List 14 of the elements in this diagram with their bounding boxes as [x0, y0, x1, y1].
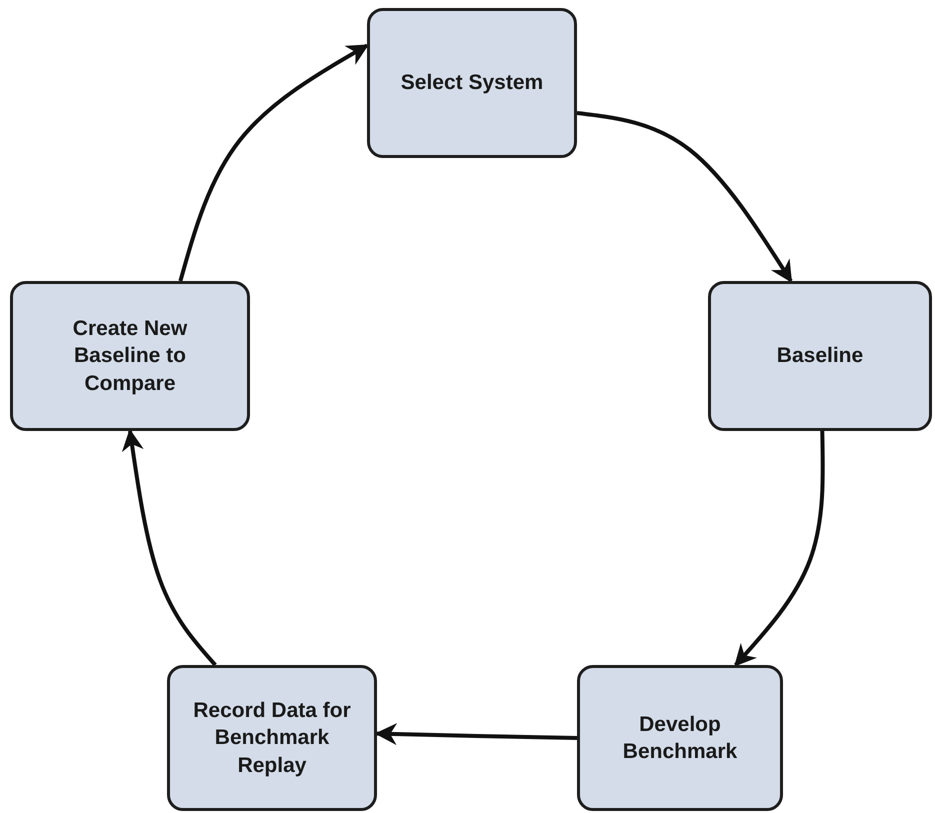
process-box: [10, 281, 250, 431]
process-box: [367, 8, 577, 158]
process-box: [167, 665, 377, 811]
arrow: [576, 111, 793, 283]
step-label: Create New Baseline to Compare: [72, 316, 188, 397]
arrow: [734, 430, 825, 667]
step-label: Record Data for Benchmark Replay: [192, 698, 352, 779]
process-box: [577, 665, 783, 811]
step-label: Baseline: [776, 343, 864, 370]
step-label: Select System: [400, 70, 544, 96]
arrow: [374, 723, 578, 746]
step-label: Develop Benchmark: [622, 712, 738, 765]
process-box: [708, 281, 932, 431]
arrow: [122, 428, 217, 666]
